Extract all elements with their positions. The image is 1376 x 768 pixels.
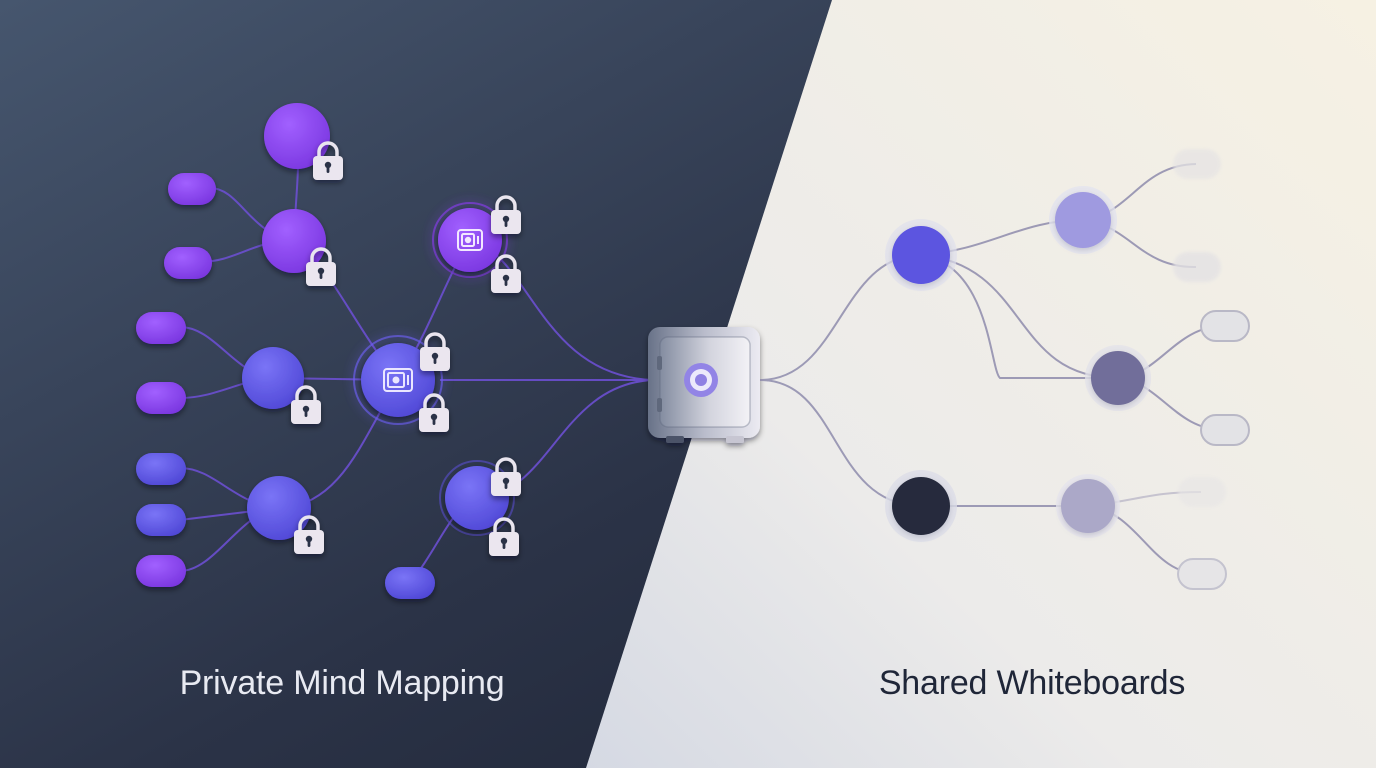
leaf-node: [164, 247, 212, 279]
board-node: [1055, 192, 1111, 248]
leaf-node: [385, 567, 435, 599]
shared-whiteboards-label: Shared Whiteboards: [878, 664, 1186, 702]
leaf-node: [1173, 149, 1221, 179]
board-node: [1091, 351, 1145, 405]
leaf-node: [136, 312, 186, 344]
mind-node: [264, 103, 330, 169]
board-node: [892, 226, 950, 284]
leaf-node: [1200, 414, 1250, 446]
board-node: [892, 477, 950, 535]
mind-node: [262, 209, 326, 273]
leaf-node: [136, 504, 186, 536]
private-nodes: [242, 103, 515, 540]
board-node: [1061, 479, 1115, 533]
vault-safe-icon: [648, 327, 760, 443]
leaf-node: [168, 173, 216, 205]
leaf-node: [136, 555, 186, 587]
mind-node: [439, 460, 515, 536]
leaf-node: [1178, 477, 1226, 507]
leaf-node: [1173, 252, 1221, 282]
hub-node-ring: [353, 335, 443, 425]
private-leaf-pills: [136, 173, 435, 599]
safe-icon: [383, 368, 413, 392]
leaf-node: [1200, 310, 1250, 342]
safe-icon: [457, 229, 483, 251]
leaf-node: [136, 382, 186, 414]
mind-node: [247, 476, 311, 540]
mind-node: [242, 347, 304, 409]
private-mind-mapping-label: Private Mind Mapping: [179, 664, 505, 702]
leaf-node: [1177, 558, 1227, 590]
shared-leaf-pills: [1173, 149, 1250, 590]
shared-nodes: [885, 186, 1151, 542]
leaf-node: [136, 453, 186, 485]
vault-node-ring: [432, 202, 508, 278]
